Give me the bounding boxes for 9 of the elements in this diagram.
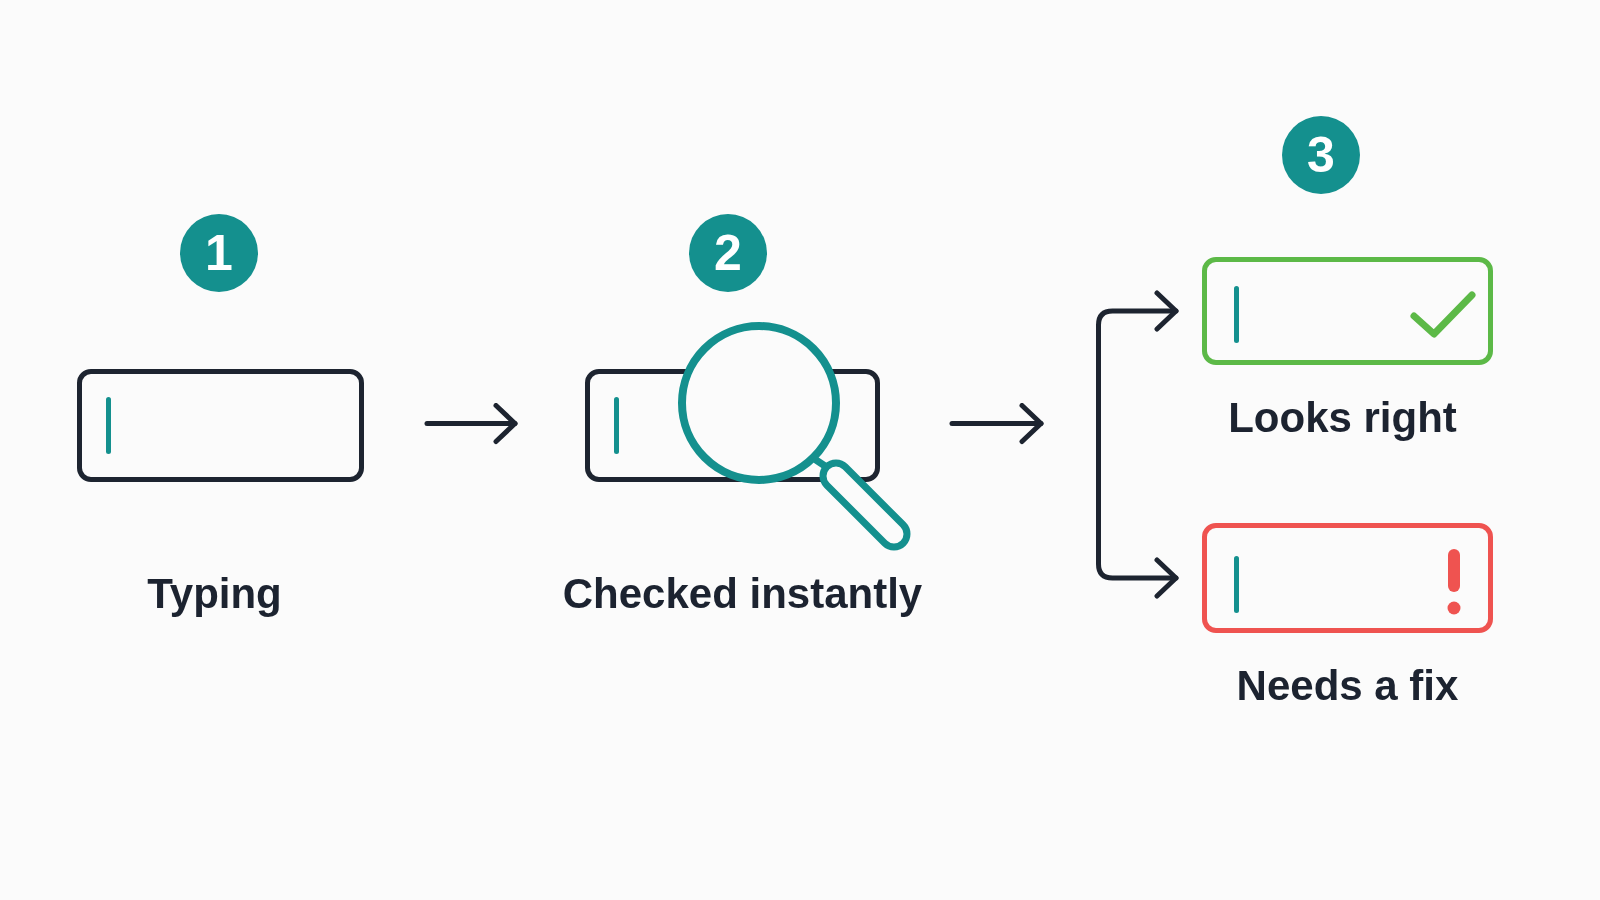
field-caption: Checked instantly <box>562 569 923 619</box>
step-number: 3 <box>1282 116 1360 194</box>
arrow <box>424 403 518 444</box>
field-caption: Looks right <box>1228 393 1457 443</box>
arrow <box>949 403 1044 444</box>
step-number: 2 <box>689 214 767 292</box>
field-caption: Needs a fix <box>1236 661 1459 711</box>
field-caption: Typing <box>147 569 282 619</box>
step-number: 1 <box>180 214 258 292</box>
